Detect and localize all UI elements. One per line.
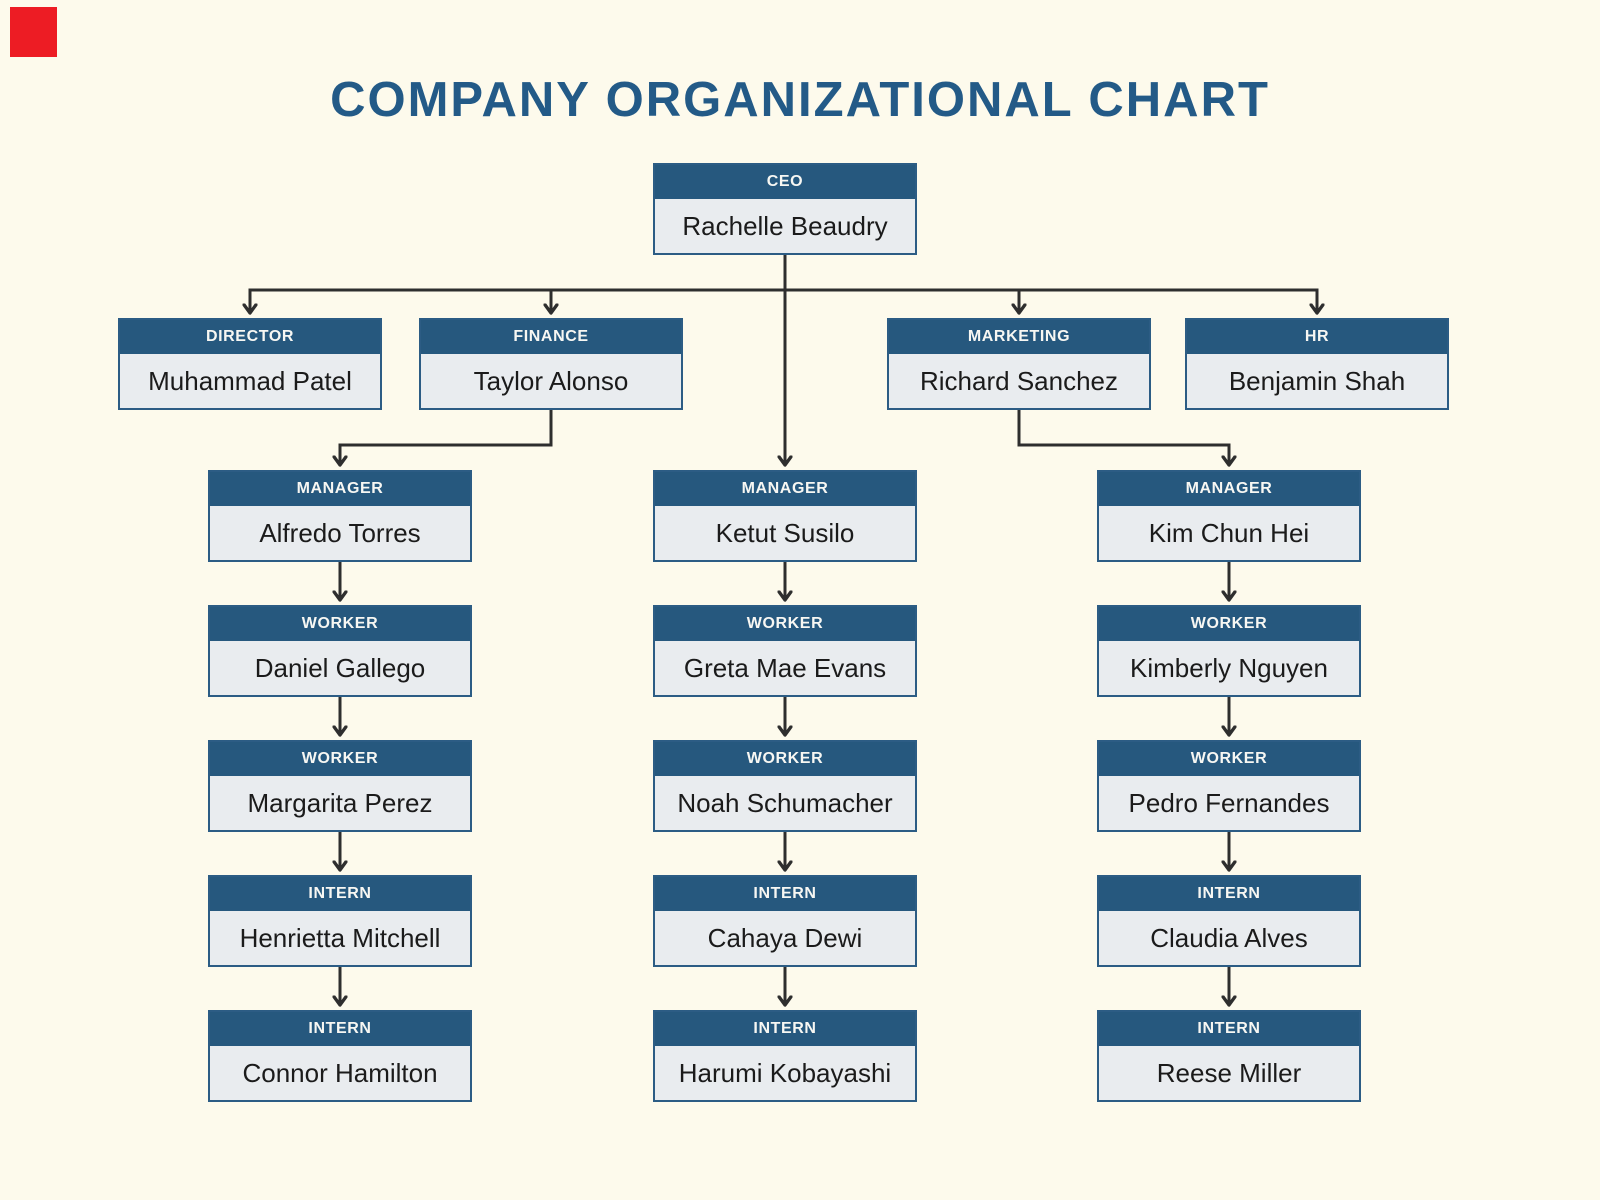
person-name: Pedro Fernandes bbox=[1128, 787, 1330, 818]
org-node-ceo: CEO Rachelle Beaudry bbox=[653, 163, 917, 255]
org-node-ceo-worker-2: WORKER Noah Schumacher bbox=[653, 740, 917, 832]
role-banner: WORKER bbox=[1099, 742, 1359, 776]
role-banner: MANAGER bbox=[655, 472, 915, 506]
role-banner: DIRECTOR bbox=[120, 320, 380, 354]
person-name: Richard Sanchez bbox=[920, 365, 1118, 396]
org-node-ceo-intern-2: INTERN Harumi Kobayashi bbox=[653, 1010, 917, 1102]
connector-ceo-marketing bbox=[783, 255, 1019, 313]
org-node-director: DIRECTOR Muhammad Patel bbox=[118, 318, 382, 410]
connector-ceo-finance bbox=[551, 255, 787, 313]
person-name: Kimberly Nguyen bbox=[1130, 652, 1328, 683]
org-node-hr: HR Benjamin Shah bbox=[1185, 318, 1449, 410]
role-banner: INTERN bbox=[210, 1012, 470, 1046]
org-node-marketing-worker-1: WORKER Kimberly Nguyen bbox=[1097, 605, 1361, 697]
role-banner: FINANCE bbox=[421, 320, 681, 354]
org-node-finance-worker-2: WORKER Margarita Perez bbox=[208, 740, 472, 832]
org-node-finance-intern-1: INTERN Henrietta Mitchell bbox=[208, 875, 472, 967]
person-name: Rachelle Beaudry bbox=[682, 210, 888, 241]
org-node-finance: FINANCE Taylor Alonso bbox=[419, 318, 683, 410]
org-node-ceo-intern-1: INTERN Cahaya Dewi bbox=[653, 875, 917, 967]
connector-finance-manager bbox=[340, 410, 553, 465]
person-name: Noah Schumacher bbox=[677, 787, 893, 818]
role-banner: INTERN bbox=[655, 877, 915, 911]
person-name: Harumi Kobayashi bbox=[678, 1057, 892, 1088]
role-banner: MANAGER bbox=[1099, 472, 1359, 506]
person-name: Claudia Alves bbox=[1150, 922, 1308, 953]
role-banner: INTERN bbox=[1099, 1012, 1359, 1046]
org-node-marketing: MARKETING Richard Sanchez bbox=[887, 318, 1151, 410]
person-name: Cahaya Dewi bbox=[707, 922, 863, 953]
person-name: Taylor Alonso bbox=[473, 365, 629, 396]
org-node-finance-intern-2: INTERN Connor Hamilton bbox=[208, 1010, 472, 1102]
role-banner: HR bbox=[1187, 320, 1447, 354]
org-node-marketing-worker-2: WORKER Pedro Fernandes bbox=[1097, 740, 1361, 832]
org-node-marketing-manager: MANAGER Kim Chun Hei bbox=[1097, 470, 1361, 562]
person-name: Daniel Gallego bbox=[254, 652, 426, 683]
person-name: Kim Chun Hei bbox=[1148, 517, 1310, 548]
person-name: Benjamin Shah bbox=[1228, 365, 1406, 396]
connector-ceo-hr bbox=[783, 255, 1317, 313]
person-name: Ketut Susilo bbox=[715, 517, 855, 548]
role-banner: MANAGER bbox=[210, 472, 470, 506]
role-banner: CEO bbox=[655, 165, 915, 199]
role-banner: WORKER bbox=[655, 742, 915, 776]
person-name: Henrietta Mitchell bbox=[239, 922, 441, 953]
person-name: Muhammad Patel bbox=[148, 365, 352, 396]
org-node-finance-worker-1: WORKER Daniel Gallego bbox=[208, 605, 472, 697]
person-name: Connor Hamilton bbox=[242, 1057, 438, 1088]
org-node-ceo-worker-1: WORKER Greta Mae Evans bbox=[653, 605, 917, 697]
role-banner: INTERN bbox=[1099, 877, 1359, 911]
org-node-ceo-manager: MANAGER Ketut Susilo bbox=[653, 470, 917, 562]
role-banner: WORKER bbox=[655, 607, 915, 641]
org-node-marketing-intern-1: INTERN Claudia Alves bbox=[1097, 875, 1361, 967]
role-banner: WORKER bbox=[210, 742, 470, 776]
person-name: Alfredo Torres bbox=[259, 517, 421, 548]
connector-marketing-manager bbox=[1017, 410, 1229, 465]
org-node-marketing-intern-2: INTERN Reese Miller bbox=[1097, 1010, 1361, 1102]
page-title: COMPANY ORGANIZATIONAL CHART bbox=[330, 73, 1270, 127]
org-node-finance-manager: MANAGER Alfredo Torres bbox=[208, 470, 472, 562]
role-banner: INTERN bbox=[655, 1012, 915, 1046]
role-banner: INTERN bbox=[210, 877, 470, 911]
person-name: Margarita Perez bbox=[247, 787, 433, 818]
connector-ceo-director bbox=[250, 255, 787, 313]
role-banner: WORKER bbox=[1099, 607, 1359, 641]
red-marker bbox=[10, 7, 57, 57]
person-name: Greta Mae Evans bbox=[683, 652, 887, 683]
role-banner: WORKER bbox=[210, 607, 470, 641]
person-name: Reese Miller bbox=[1156, 1057, 1302, 1088]
role-banner: MARKETING bbox=[889, 320, 1149, 354]
